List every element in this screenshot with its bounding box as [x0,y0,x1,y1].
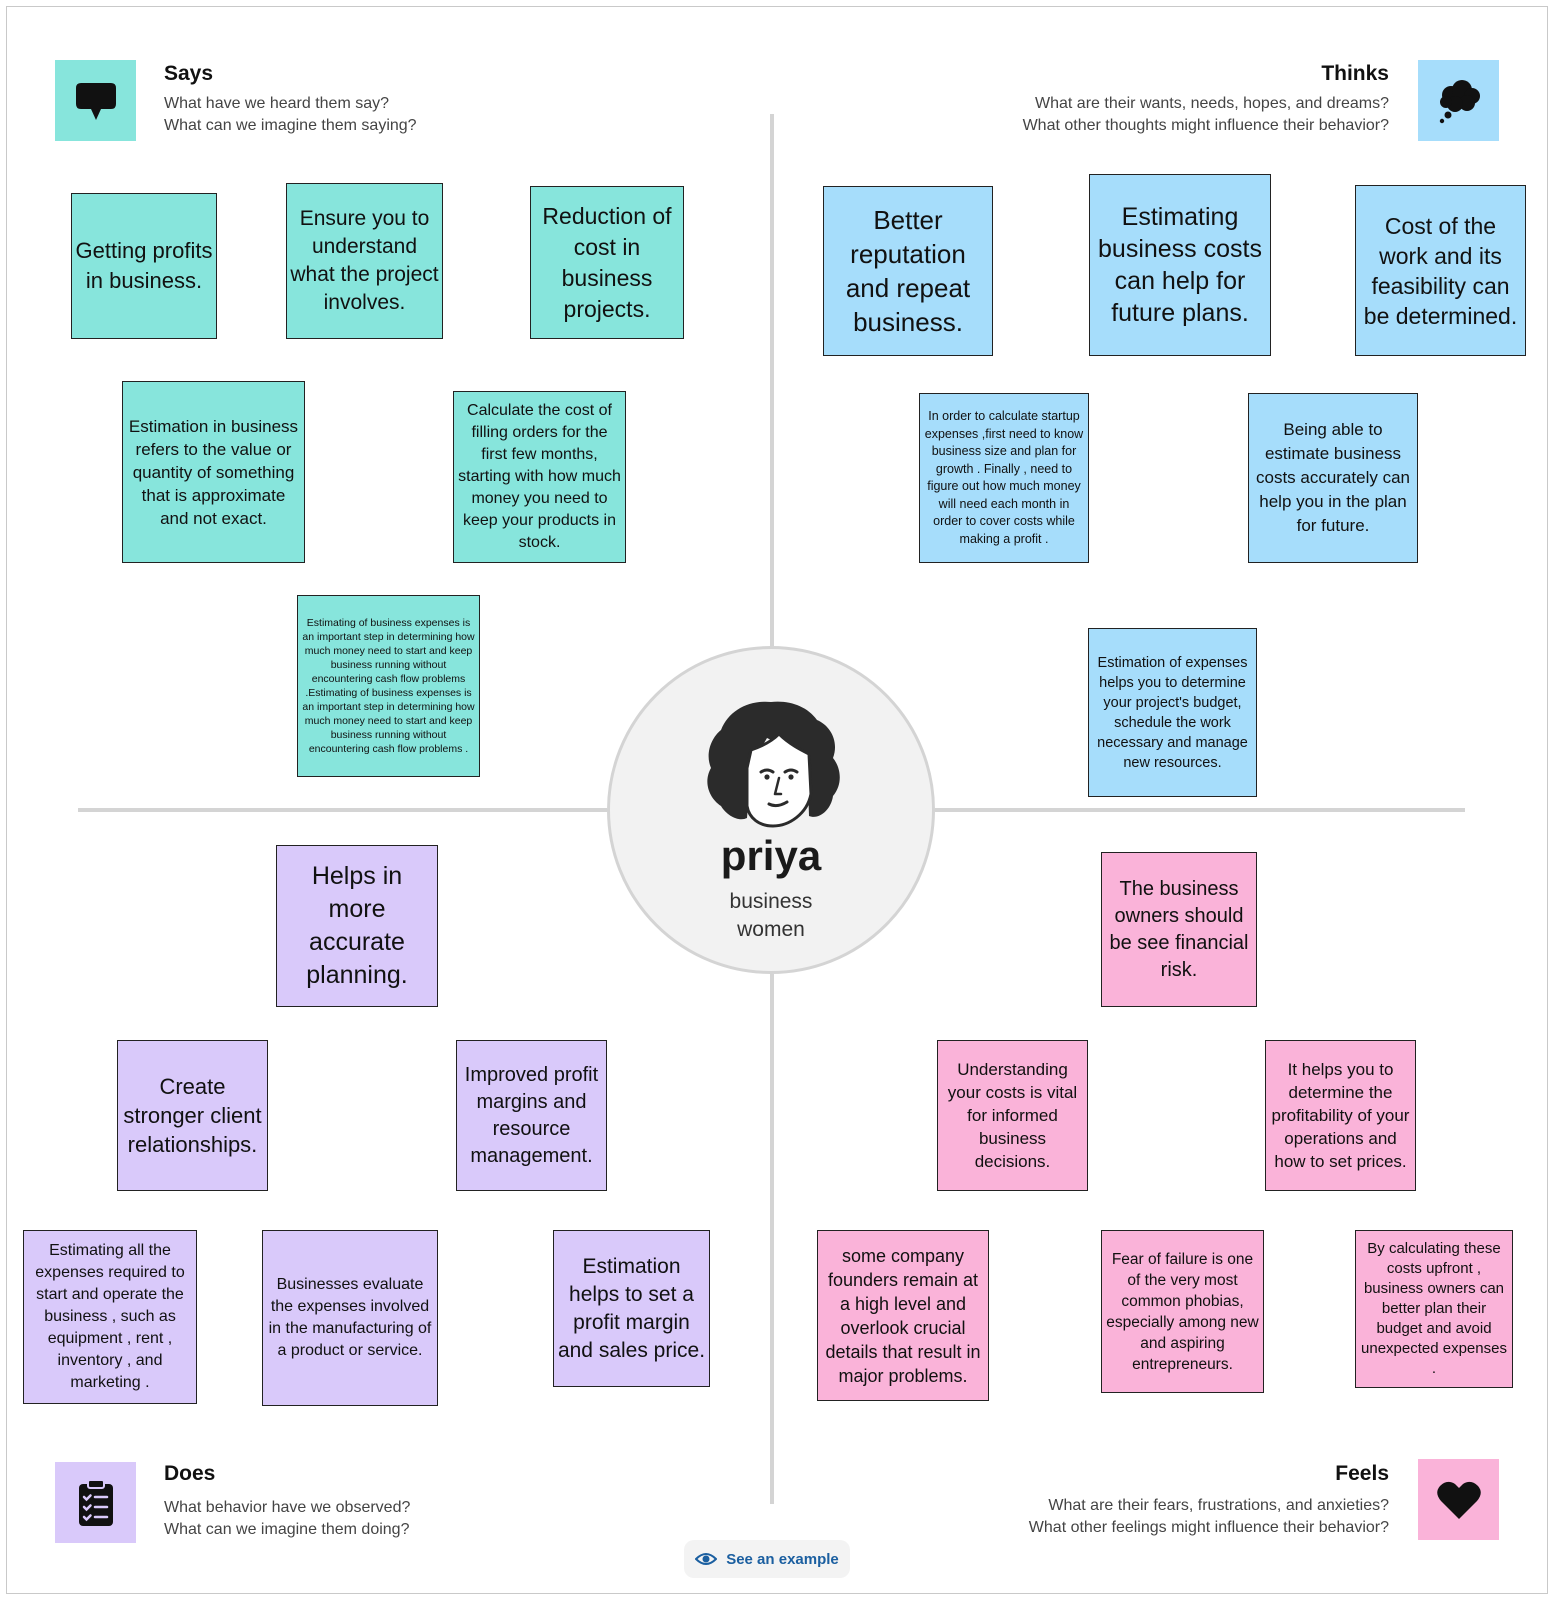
see-an-example-label: See an example [726,1550,839,1568]
divider-horizontal-right [935,808,1465,812]
does-prompt: What behavior have we observed? What can… [164,1497,410,1541]
does-question-2: What can we imagine them doing? [164,1521,410,1538]
says-question-1: What have we heard them say? [164,95,390,112]
does-note-4[interactable]: Estimating all the expenses required to … [23,1230,197,1404]
canvas-frame [6,6,1548,1594]
persona-role: business women [729,890,813,941]
divider-horizontal-left [78,808,607,812]
says-title: Says [164,62,214,85]
thinks-note-4[interactable]: In order to calculate startup expenses ,… [919,393,1089,563]
thinks-prompt: What are their wants, needs, hopes, and … [1023,93,1389,137]
thinks-note-6[interactable]: Estimation of expenses helps you to dete… [1088,628,1257,797]
heart-icon [1418,1459,1499,1540]
feels-note-6[interactable]: By calculating these costs upfront , bus… [1355,1230,1513,1388]
feels-note-5[interactable]: Fear of failure is one of the very most … [1101,1230,1264,1393]
persona-circle [607,646,935,974]
says-note-3[interactable]: Reduction of cost in business projects. [530,186,684,339]
clipboard-icon [55,1462,136,1543]
feels-question-2: What other feelings might influence thei… [1028,1519,1389,1536]
thinks-question-1: What are their wants, needs, hopes, and … [1035,95,1389,112]
says-note-5[interactable]: Calculate the cost of filling orders for… [453,391,626,563]
does-note-2[interactable]: Create stronger client relationships. [117,1040,268,1191]
thinks-note-1[interactable]: Better reputation and repeat business. [823,186,993,356]
thinks-note-2[interactable]: Estimating business costs can help for f… [1089,174,1271,356]
divider-vertical-top [770,114,774,646]
thought-cloud-icon [1418,60,1499,141]
feels-note-1[interactable]: The business owners should be see financ… [1101,852,1257,1007]
says-prompt: What have we heard them say? What can we… [164,93,417,137]
says-note-2[interactable]: Ensure you to understand what the projec… [286,183,443,339]
feels-prompt: What are their fears, frustrations, and … [1029,1495,1389,1539]
feels-note-2[interactable]: Understanding your costs is vital for in… [937,1040,1088,1191]
says-question-2: What can we imagine them saying? [164,117,417,134]
persona-name: priya [720,832,822,879]
does-note-1[interactable]: Helps in more accurate planning. [276,845,438,1007]
feels-note-3[interactable]: It helps you to determine the profitabil… [1265,1040,1416,1191]
says-note-4[interactable]: Estimation in business refers to the val… [122,381,305,563]
divider-vertical-bottom [770,974,774,1504]
thinks-title: Thinks [1321,62,1389,85]
thinks-note-5[interactable]: Being able to estimate business costs ac… [1248,393,1418,563]
does-note-3[interactable]: Improved profit margins and resource man… [456,1040,607,1191]
feels-note-4[interactable]: some company founders remain at a high l… [817,1230,989,1401]
speech-bubble-icon [55,60,136,141]
see-an-example-button[interactable]: See an example [684,1540,850,1578]
thinks-question-2: What other thoughts might influence thei… [1022,117,1389,134]
feels-question-1: What are their fears, frustrations, and … [1048,1497,1389,1514]
does-question-1: What behavior have we observed? [164,1499,411,1516]
persona-avatar [697,698,845,828]
thinks-note-3[interactable]: Cost of the work and its feasibility can… [1355,185,1526,356]
does-title: Does [164,1462,216,1485]
says-note-1[interactable]: Getting profits in business. [71,193,217,339]
does-note-5[interactable]: Businesses evaluate the expenses involve… [262,1230,438,1406]
says-note-6[interactable]: Estimating of business expenses is an im… [297,595,480,777]
eye-icon [695,1551,718,1567]
feels-title: Feels [1335,1462,1389,1485]
does-note-6[interactable]: Estimation helps to set a profit margin … [553,1230,710,1387]
